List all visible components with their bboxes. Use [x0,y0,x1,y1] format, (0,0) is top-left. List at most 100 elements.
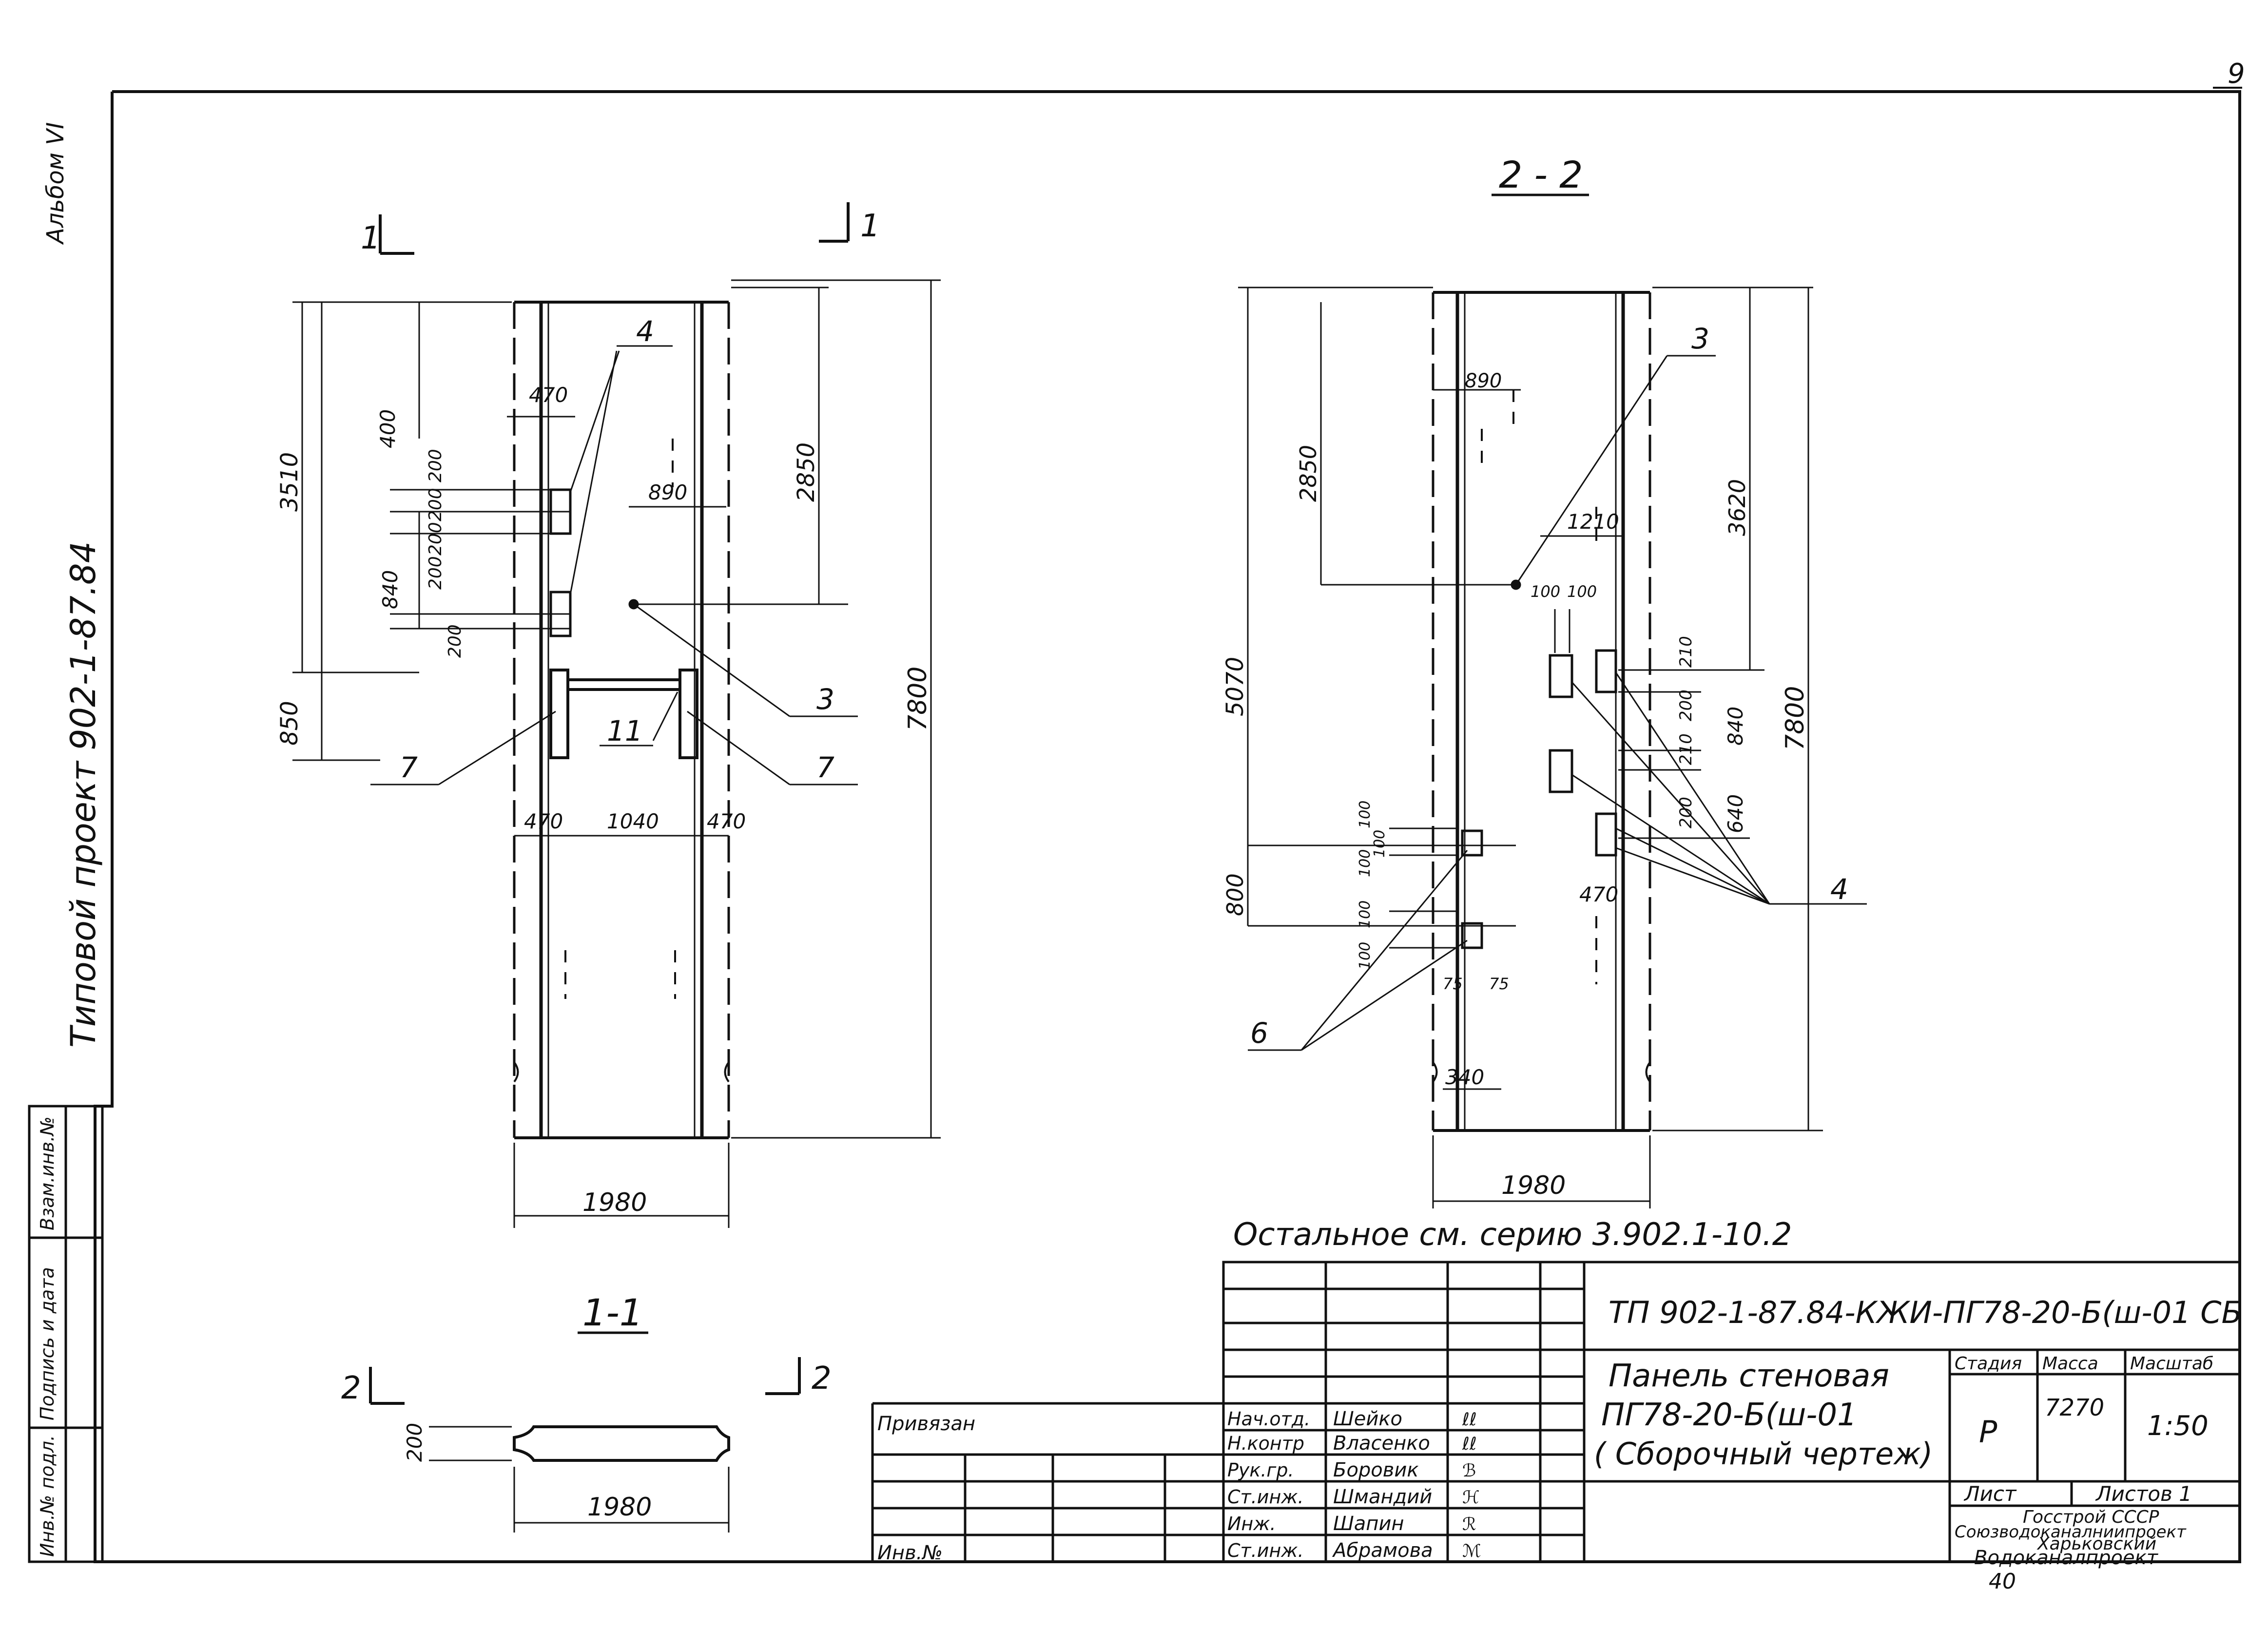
rv-dim-1980: 1980 [1501,1171,1566,1200]
section-mark-right: 2 [812,1361,832,1397]
left-view-panel [513,301,730,1139]
lv-dim-400: 400 [376,409,400,448]
rv-dim-100a: 100 [1531,582,1560,601]
lv-dim-840: 840 [378,570,402,609]
album-label: Альбом VI [42,122,69,245]
tb-name-1: Шейко [1333,1408,1402,1430]
tb-org4: Водоканалпроект [1974,1547,2159,1569]
lv-dim-200a: 200 [426,488,446,521]
tb-sign-2: ℓℓ [1462,1434,1477,1454]
rv-dim-v100c: 100 [1357,849,1374,877]
rv-dim-340: 340 [1445,1065,1484,1089]
bottom-sheet-number: 40 [1989,1569,2016,1594]
rv-dim-v100a: 100 [1357,801,1374,828]
rv-dim-640: 640 [1724,794,1747,833]
right-view-dimensions [1238,287,1867,1208]
tb-name-6: Абрамова [1332,1539,1433,1562]
side-stamp [28,1105,104,1563]
rv-dim-7800: 7800 [1781,686,1810,750]
tb-role-4: Ст.инж. [1227,1486,1304,1508]
tb-stage: Р [1979,1414,1997,1450]
rv-dim-v100b: 100 [1371,830,1388,858]
tb-name-5: Шапин [1333,1513,1404,1535]
tb-name-line2: ПГ78-20-Б(ш-01 [1601,1397,1857,1433]
lv-dim-1980: 1980 [582,1188,647,1217]
side-stamp-replace: Взам.инв.№ [37,1116,58,1230]
tb-name-line3: ( Сборочный чертеж) [1594,1436,1933,1472]
lv-dim-7800: 7800 [903,667,932,731]
side-stamp-inv: Инв.№ подл. [37,1435,58,1557]
tb-role-5: Инж. [1227,1513,1276,1534]
section-mark-left: 2 [341,1370,361,1406]
tb-name-4: Шмандий [1333,1486,1432,1508]
note-see-series: Остальное см. серию 3.902.1-10.2 [1233,1217,1792,1253]
lv-callout-7-left: 7 [400,751,418,784]
lv-callout-4: 4 [636,315,654,348]
tb-role-1: Нач.отд. [1227,1408,1310,1430]
rv-dim-210a: 210 [1676,636,1696,668]
lv-section-mark-right: 1 [860,208,880,244]
rv-dim-1210: 1210 [1567,510,1619,534]
rv-dim-200a: 200 [1676,690,1696,721]
tb-name-2: Власенко [1333,1432,1430,1455]
rv-dim-470: 470 [1579,882,1618,906]
tb-roles: Нач.отд. Шейко ℓℓ Н.контр Власенко ℓℓ Ру… [1227,1408,1481,1562]
section-title: 1-1 [582,1291,643,1334]
section-dim-1980: 1980 [587,1493,652,1522]
tb-sheet-label: Лист [1963,1482,2017,1506]
rv-dim-840: 840 [1724,707,1747,746]
rv-dim-800: 800 [1222,873,1248,916]
tb-inv-label: Инв.№ [877,1542,943,1564]
tb-role-6: Ст.инж. [1227,1540,1304,1561]
section-dim-200: 200 [403,1423,426,1462]
rv-dim-3620: 3620 [1724,479,1750,536]
side-stamp-sign: Подпись и дата [37,1267,58,1420]
tb-sign-6: ℳ [1462,1541,1481,1561]
rv-dim-2850: 2850 [1295,445,1321,502]
rv-callout-3: 3 [1691,322,1709,355]
rv-title: 2 - 2 [1499,153,1583,196]
lv-callout-7-right: 7 [816,751,834,784]
title-block-grid [871,1261,2241,1563]
tb-role-2: Н.контр [1227,1433,1304,1454]
sheet-frame [94,90,2241,1563]
tb-h-mass: Масса [2042,1354,2098,1374]
tb-sign-3: ℬ [1462,1461,1476,1481]
lv-dim-3510: 3510 [276,452,303,512]
tb-sheets-label: Листов 1 [2095,1482,2192,1506]
rv-dim-5070: 5070 [1221,657,1249,716]
rv-dim-v100e: 100 [1357,942,1374,970]
lv-dim-470-left: 470 [524,809,563,833]
tb-sign-4: ℋ [1462,1488,1480,1508]
lv-dim-200b: 200 [426,449,446,482]
lv-section-mark-left: 1 [361,220,381,256]
tb-mass: 7270 [2045,1394,2104,1421]
rv-dim-75a: 75 [1443,975,1463,993]
lv-dim-1040: 1040 [607,809,659,833]
tb-org1: Госстрой СССР [2023,1507,2159,1527]
project-label-vertical: Типовой проект 902-1-87.84 [63,541,103,1048]
lv-callout-11: 11 [607,714,643,747]
rv-dim-210b: 210 [1676,733,1696,765]
page-number: 9 [2228,58,2245,90]
lv-dim-850: 850 [276,701,303,746]
tb-code: ТП 902-1-87.84-КЖИ-ПГ78-20-Б(ш-01 СБ [1609,1295,2242,1330]
lv-dim-200e: 200 [445,624,465,658]
lv-dim-470-right: 470 [707,809,746,833]
rv-dim-v100d: 100 [1357,901,1374,928]
tb-name-line1: Панель стеновая [1609,1358,1889,1394]
lv-dim-470-top: 470 [529,383,568,407]
tb-role-3: Рук.гр. [1227,1459,1294,1481]
tb-h-stage: Стадия [1955,1354,2022,1374]
tb-scale: 1:50 [2147,1410,2209,1442]
rv-callout-4: 4 [1830,873,1848,906]
lv-dim-890: 890 [648,480,687,504]
right-view-panel [1432,291,1651,1132]
section-drawing [369,1357,801,1533]
tb-org3: Харьковский [2036,1534,2156,1554]
rv-dim-75b: 75 [1489,975,1509,993]
tb-sign-1: ℓℓ [1462,1410,1477,1430]
tb-sign-5: ℛ [1462,1514,1476,1534]
